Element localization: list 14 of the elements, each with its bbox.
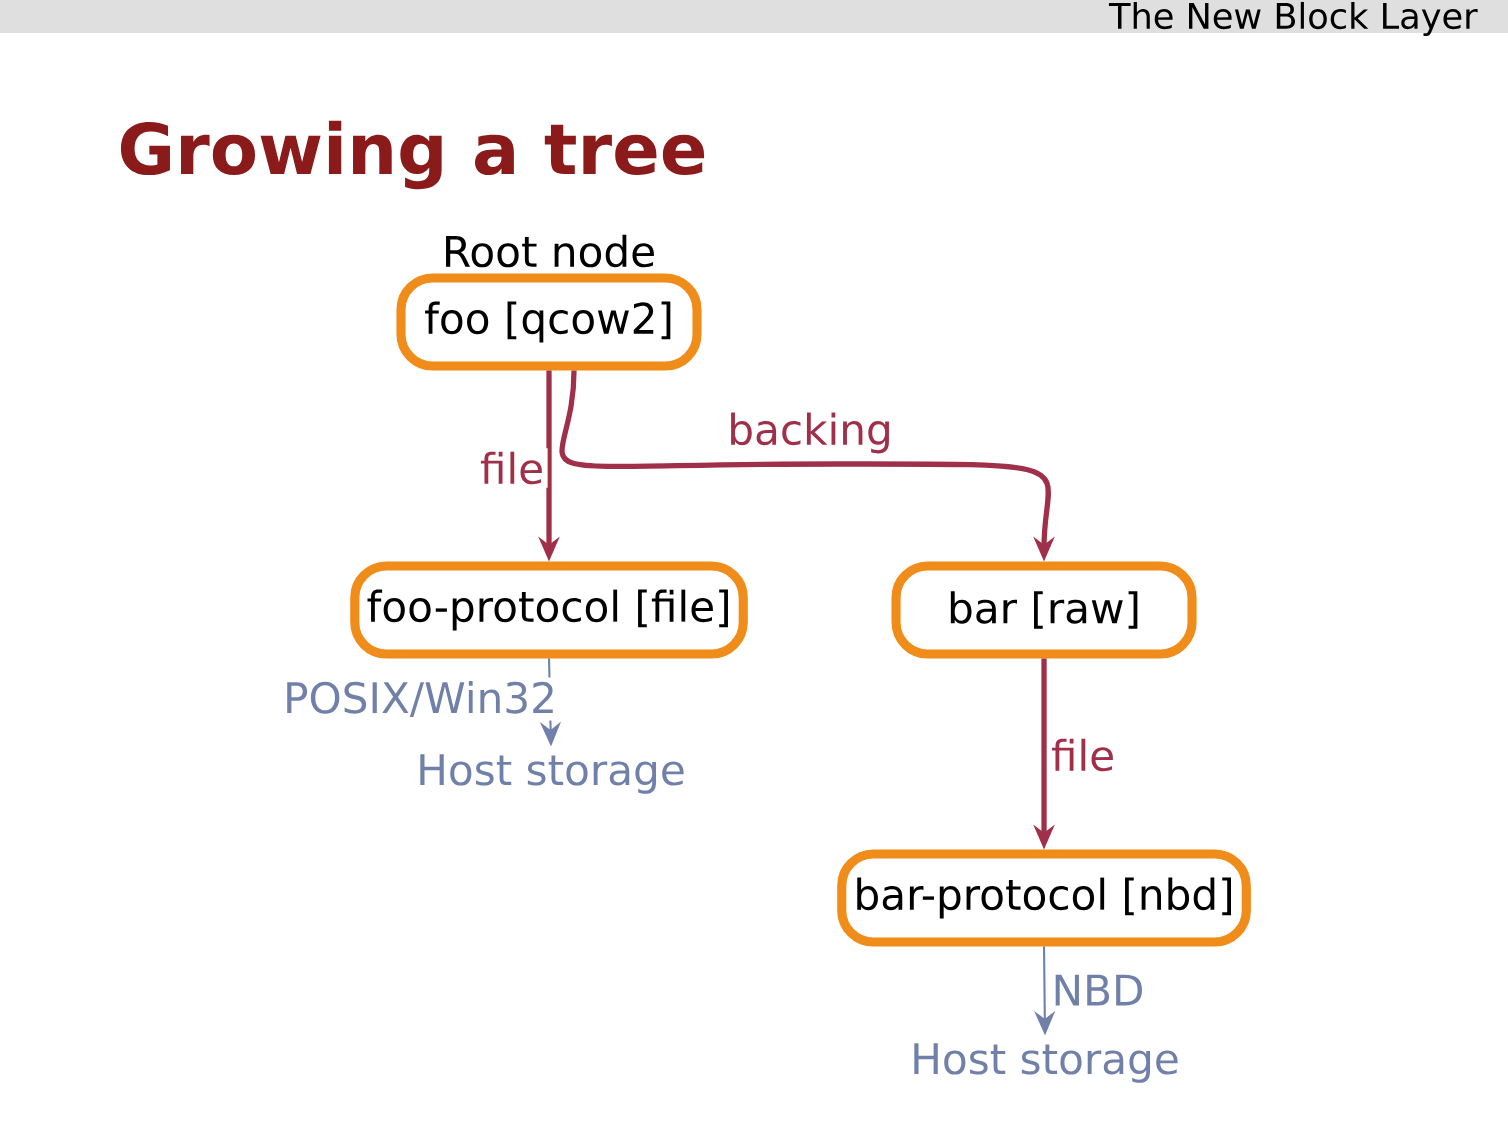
edge-label: file <box>1047 735 1119 775</box>
storage-label: Host storage <box>420 754 684 794</box>
node-heading: Root node <box>446 234 654 268</box>
edge-label: file <box>476 448 548 488</box>
header-text: The New Block Layer <box>1108 1 1478 36</box>
process-box: bar [raw] <box>891 561 1197 659</box>
edge-label: backing <box>723 409 897 457</box>
process-box: foo-protocol [file] <box>350 561 748 659</box>
slide-title: Growing a tree <box>120 120 705 190</box>
process-box: bar-protocol [nbd] <box>837 849 1251 947</box>
process-box: foo [qcow2] <box>396 273 702 371</box>
edge-label: POSIX/Win32 <box>279 677 561 721</box>
edge-label: NBD <box>1048 971 1148 1009</box>
storage-label: Host storage <box>914 1043 1178 1083</box>
